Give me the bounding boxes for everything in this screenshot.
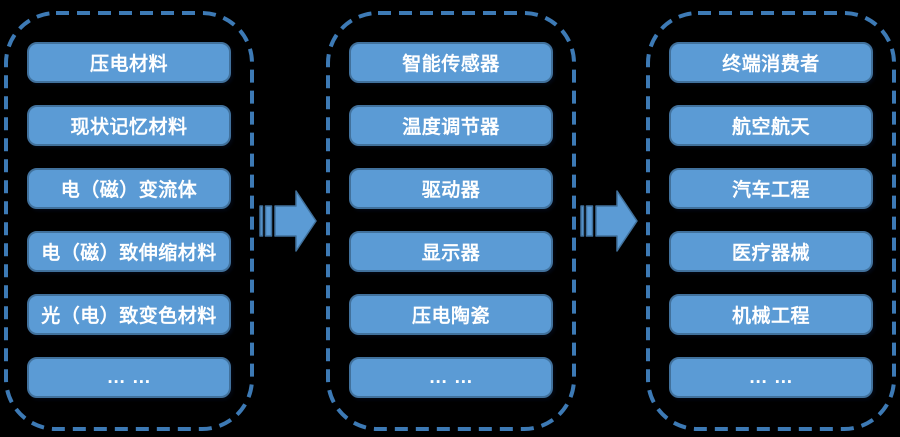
application-item-box: 航空航天 bbox=[669, 105, 873, 146]
material-item-box: 压电材料 bbox=[27, 42, 231, 83]
device-item-box: 温度调节器 bbox=[349, 105, 553, 146]
application-item-box: 终端消费者 bbox=[669, 42, 873, 83]
device-item-box: 压电陶瓷 bbox=[349, 294, 553, 335]
device-item-box: 智能传感器 bbox=[349, 42, 553, 83]
device-item-box: 显示器 bbox=[349, 231, 553, 272]
striped-right-arrow-icon bbox=[580, 190, 638, 252]
device-item-box: 驱动器 bbox=[349, 168, 553, 209]
application-item-box: 医疗器械 bbox=[669, 231, 873, 272]
dashed-group-border bbox=[646, 11, 896, 431]
material-item-box: 电（磁）变流体 bbox=[27, 168, 231, 209]
device-item-ellipsis-box: … … bbox=[349, 357, 553, 398]
group-devices: 智能传感器 温度调节器 驱动器 显示器 压电陶瓷 … … bbox=[326, 11, 576, 431]
dashed-group-border bbox=[326, 11, 576, 431]
dashed-group-border bbox=[4, 11, 254, 431]
striped-right-arrow-icon bbox=[259, 190, 317, 252]
material-item-ellipsis-box: … … bbox=[27, 357, 231, 398]
material-item-box: 光（电）致变色材料 bbox=[27, 294, 231, 335]
application-item-ellipsis-box: … … bbox=[669, 357, 873, 398]
material-item-box: 现状记忆材料 bbox=[27, 105, 231, 146]
application-item-box: 机械工程 bbox=[669, 294, 873, 335]
material-item-box: 电（磁）致伸缩材料 bbox=[27, 231, 231, 272]
application-item-box: 汽车工程 bbox=[669, 168, 873, 209]
group-applications: 终端消费者 航空航天 汽车工程 医疗器械 机械工程 … … bbox=[646, 11, 896, 431]
group-smart-materials: 压电材料 现状记忆材料 电（磁）变流体 电（磁）致伸缩材料 光（电）致变色材料 … bbox=[4, 11, 254, 431]
